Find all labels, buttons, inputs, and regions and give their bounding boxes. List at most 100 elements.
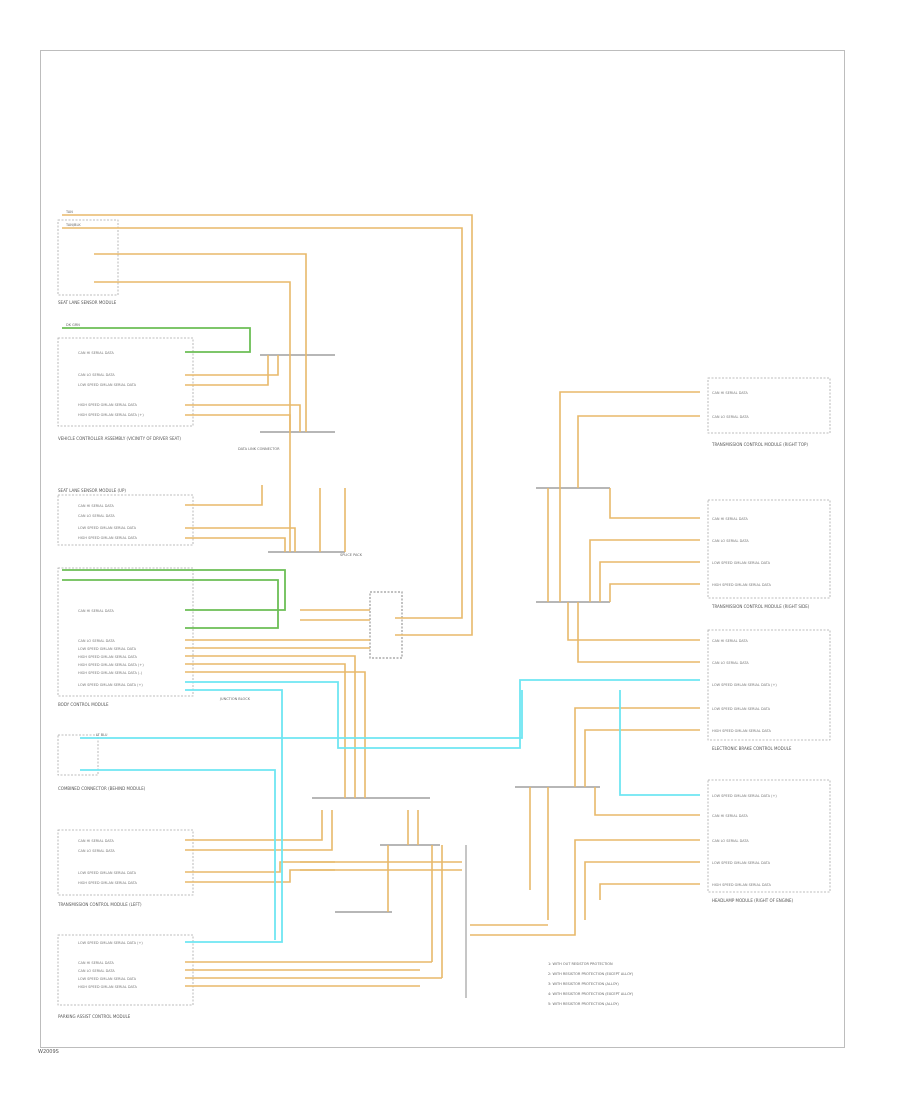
- wire-tan-blk: [185, 663, 346, 798]
- wire-color-tags: TAN TAN/BLK DK GRN LT BLU: [65, 210, 108, 737]
- wire-tan-blk: [577, 415, 700, 488]
- pin-text: LOW SPEED GMLAN SERIAL DATA: [78, 383, 137, 387]
- pin-text: LOW SPEED GMLAN SERIAL DATA (+): [712, 794, 777, 798]
- wire-tan: [609, 488, 700, 519]
- wire-color-label: DK GRN: [66, 323, 80, 327]
- wire-tan: [567, 602, 700, 641]
- wire-lt-blu: [185, 689, 283, 943]
- junction-bars: [260, 354, 610, 998]
- wire-tan: [185, 671, 366, 798]
- pin-text: HIGH SPEED GMLAN SERIAL DATA: [78, 403, 138, 407]
- pin-labels-right: CAN HI SERIAL DATA CAN LO SERIAL DATA CA…: [712, 391, 777, 887]
- wire-tan-blk: [599, 883, 700, 900]
- component-label: TRANSMISSION CONTROL MODULE (RIGHT SIDE): [711, 604, 810, 609]
- pin-text: HIGH SPEED GMLAN SERIAL DATA (+): [78, 413, 144, 417]
- wire-dk-grn: [62, 327, 251, 353]
- wire-tan-blk: [185, 810, 333, 851]
- wire-tan-blk: [609, 583, 700, 602]
- pin-text: HIGH SPEED GMLAN SERIAL DATA: [78, 536, 138, 540]
- blue-wires: [80, 679, 700, 943]
- junction-label: JUNCTION BLOCK: [219, 697, 251, 701]
- wire-color-label: LT BLU: [96, 733, 108, 737]
- component-label: SEAT LANE SENSOR MODULE: [58, 300, 117, 305]
- pin-text: CAN HI SERIAL DATA: [78, 609, 114, 613]
- wire-tan: [185, 527, 296, 552]
- wire-tan-blk: [62, 227, 463, 619]
- connector-box: [57, 734, 99, 776]
- pin-text: CAN LO SERIAL DATA: [78, 639, 115, 643]
- pin-text: CAN LO SERIAL DATA: [78, 849, 115, 853]
- pin-text: LOW SPEED GMLAN SERIAL DATA: [78, 977, 137, 981]
- wire-color-label: TAN/BLK: [65, 223, 81, 227]
- wire-tan: [594, 787, 700, 816]
- pin-text: CAN HI SERIAL DATA: [78, 504, 114, 508]
- wire-tan: [470, 920, 576, 936]
- legend-item: 3: WITH RESISTOR PROTECTION (ALLOY): [548, 982, 619, 986]
- pin-text: HIGH SPEED GMLAN SERIAL DATA (-): [78, 671, 143, 675]
- component-label: PARKING ASSIST CONTROL MODULE: [58, 1014, 131, 1019]
- pin-text: LOW SPEED GMLAN SERIAL DATA: [78, 647, 137, 651]
- pin-text: HIGH SPEED GMLAN SERIAL DATA: [712, 883, 772, 887]
- legend: 1: WITH OUT RESISTOR PROTECTION 2: WITH …: [548, 962, 634, 1006]
- wire-tan-blk: [185, 414, 291, 432]
- pin-text: CAN HI SERIAL DATA: [712, 814, 748, 818]
- wire-tan: [559, 391, 700, 488]
- pin-text: HIGH SPEED GMLAN SERIAL DATA: [712, 583, 772, 587]
- component-boxes: [57, 219, 194, 1006]
- component-label: BODY CONTROL MODULE: [58, 702, 109, 707]
- wire-tan: [62, 214, 473, 636]
- wire-tan: [584, 861, 700, 920]
- wire-lt-blu: [80, 769, 276, 940]
- pin-text: LOW SPEED GMLAN SERIAL DATA: [712, 707, 771, 711]
- transmission-left-box: [57, 829, 194, 896]
- wire-tan: [584, 729, 700, 787]
- pin-text: CAN HI SERIAL DATA: [78, 961, 114, 965]
- junction-labels: DATA LINK CONNECTOR SPLICE PACK JUNCTION…: [219, 447, 363, 701]
- pin-text: LOW SPEED GMLAN SERIAL DATA (+): [78, 941, 143, 945]
- wire-tan: [185, 404, 301, 432]
- pin-labels-left: CAN HI SERIAL DATA CAN LO SERIAL DATA LO…: [78, 351, 144, 989]
- wire-tan-blk: [185, 537, 286, 552]
- pin-text: CAN LO SERIAL DATA: [78, 373, 115, 377]
- pin-text: HIGH SPEED GMLAN SERIAL DATA: [78, 985, 138, 989]
- body-control-box: [57, 567, 194, 697]
- vehicle-controller-box: [57, 337, 194, 427]
- pin-text: CAN LO SERIAL DATA: [78, 514, 115, 518]
- tan-wires: [62, 214, 700, 987]
- component-label: TRANSMISSION CONTROL MODULE (RIGHT TOP): [711, 442, 808, 447]
- pin-text: CAN HI SERIAL DATA: [78, 839, 114, 843]
- pin-text: CAN LO SERIAL DATA: [712, 539, 749, 543]
- wire-dk-grn: [62, 569, 286, 611]
- pin-text: CAN LO SERIAL DATA: [712, 661, 749, 665]
- pin-text: HIGH SPEED GMLAN SERIAL DATA: [78, 881, 138, 885]
- pin-text: LOW SPEED GMLAN SERIAL DATA: [712, 561, 771, 565]
- wire-tan-blk: [574, 707, 700, 787]
- pin-text: LOW SPEED GMLAN SERIAL DATA (+): [712, 683, 777, 687]
- diagram-id: W2009S: [38, 1049, 59, 1055]
- right-top-box: [707, 377, 831, 434]
- legend-item: 4: WITH RESISTOR PROTECTION (EXCEPT ALLO…: [548, 992, 634, 996]
- diagram-frame: [40, 50, 845, 1048]
- pin-text: CAN LO SERIAL DATA: [78, 969, 115, 973]
- pin-text: LOW SPEED GMLAN SERIAL DATA: [712, 861, 771, 865]
- wire-tan: [185, 810, 323, 841]
- wire-tan: [185, 355, 269, 386]
- wire-dk-grn: [62, 579, 279, 629]
- component-label: ELECTRONIC BRAKE CONTROL MODULE: [712, 746, 792, 751]
- wire-lt-blu: [619, 690, 700, 796]
- pin-text: LOW SPEED GMLAN SERIAL DATA (+): [78, 683, 143, 687]
- legend-item: 2: WITH RESISTOR PROTECTION (EXCEPT ALLO…: [548, 972, 634, 976]
- wire-lt-blu: [80, 690, 523, 739]
- right-bottom-box: [707, 779, 831, 893]
- right-lower-box: [707, 629, 831, 741]
- pin-text: LOW SPEED GMLAN SERIAL DATA: [78, 526, 137, 530]
- right-component-boxes: [707, 377, 831, 893]
- right-mid-box: [707, 499, 831, 599]
- wire-tan-blk: [94, 281, 291, 355]
- component-label: COMBINED CONNECTOR (BEHIND MODULE): [58, 786, 146, 791]
- pin-text: LOW SPEED GMLAN SERIAL DATA: [78, 871, 137, 875]
- pin-text: CAN HI SERIAL DATA: [712, 517, 748, 521]
- wire-tan-blk: [577, 602, 700, 663]
- component-label: HEADLAMP MODULE (RIGHT OF ENGINE): [712, 898, 794, 903]
